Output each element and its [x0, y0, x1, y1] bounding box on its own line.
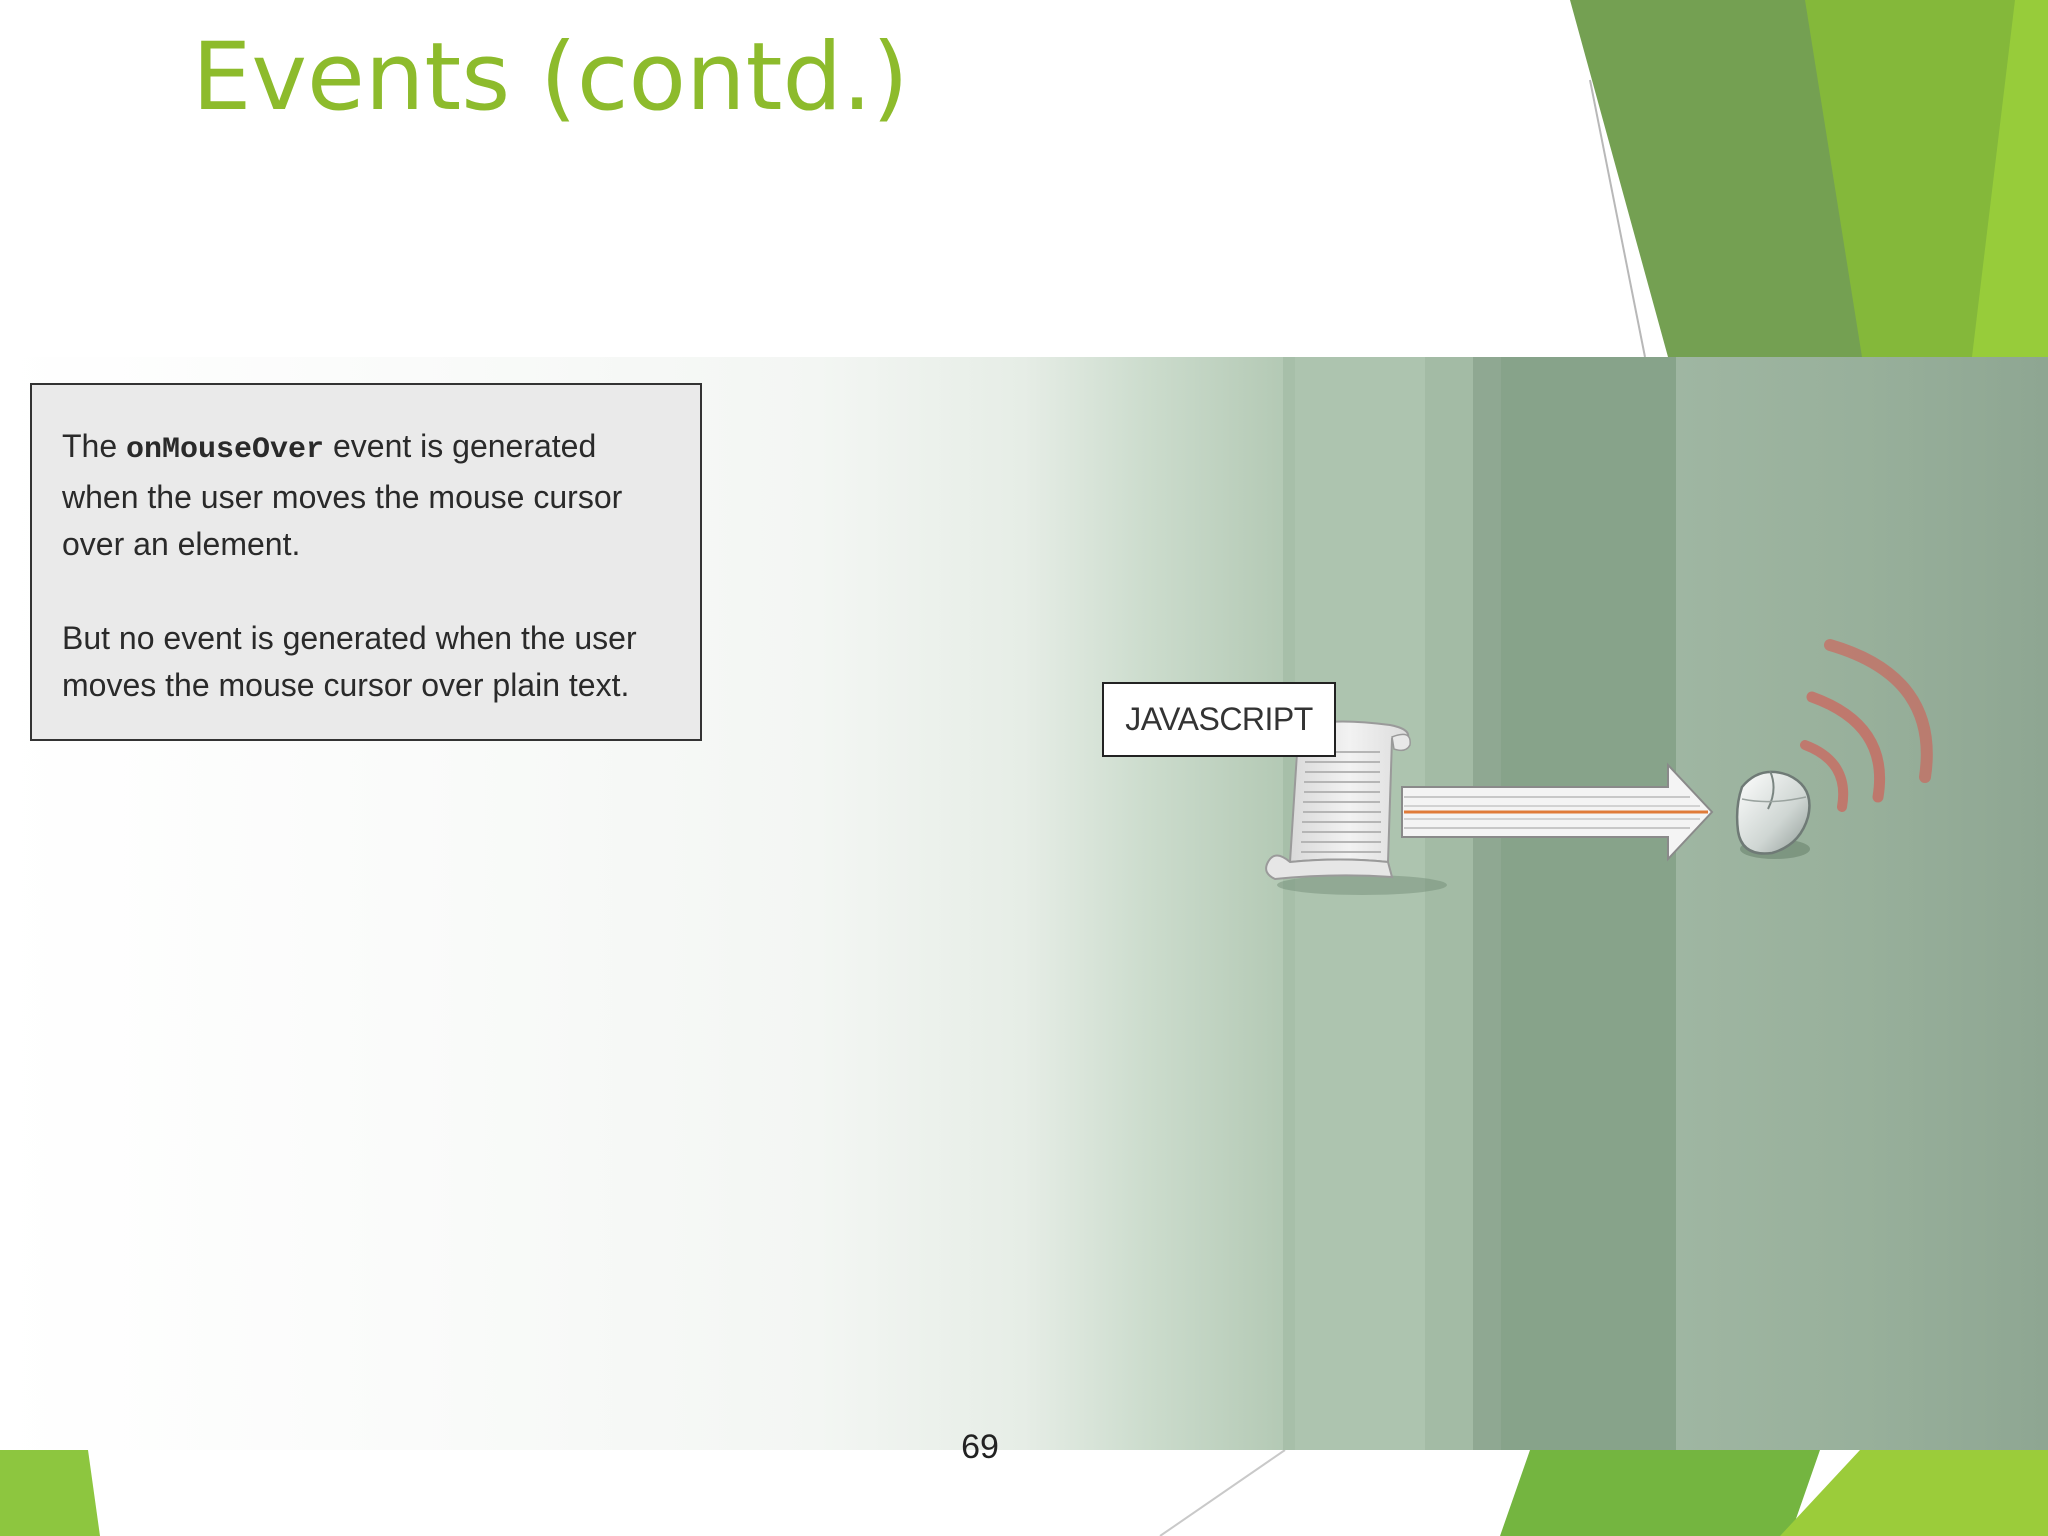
decor-shape-top-dark — [1570, 0, 1870, 357]
decor-thin-line-top — [1589, 79, 1646, 358]
slide-title: Events (contd.) — [192, 23, 909, 132]
computer-mouse-icon — [1735, 639, 1933, 859]
javascript-label: JAVASCRIPT — [1102, 682, 1336, 757]
figure-band — [1425, 357, 1473, 1450]
figure-band — [1473, 357, 1501, 1450]
note-code-word: onMouseOver — [126, 433, 325, 467]
decor-shape-bottom-right-dark — [1500, 1450, 1820, 1536]
decor-shape-bottom-right-light — [1780, 1450, 2048, 1536]
note-box: The onMouseOver event is generated when … — [30, 383, 702, 741]
arrow-icon — [1401, 762, 1714, 862]
decor-shape-top-light — [1972, 0, 2048, 357]
figure-image: The onMouseOver event is generated when … — [0, 357, 2048, 1450]
decor-shape-bottom-left — [0, 1450, 100, 1536]
page-number: 69 — [961, 1428, 999, 1466]
illustration — [1265, 639, 1933, 895]
figure-band — [1676, 357, 2048, 1450]
figure-band — [1501, 357, 1676, 1450]
note-paragraph-2: But no event is generated when the user … — [62, 620, 637, 703]
note-paragraph-1: The onMouseOver event is generated when … — [62, 423, 670, 568]
note-text-after: event is generated when the user moves t… — [62, 428, 623, 562]
figure-band — [1283, 357, 1295, 1450]
note-text-before: The — [62, 428, 127, 464]
decor-thin-line-bottom — [1159, 1449, 1286, 1536]
figure-band — [1295, 357, 1425, 1450]
decor-shape-top-mid — [1805, 0, 2030, 357]
